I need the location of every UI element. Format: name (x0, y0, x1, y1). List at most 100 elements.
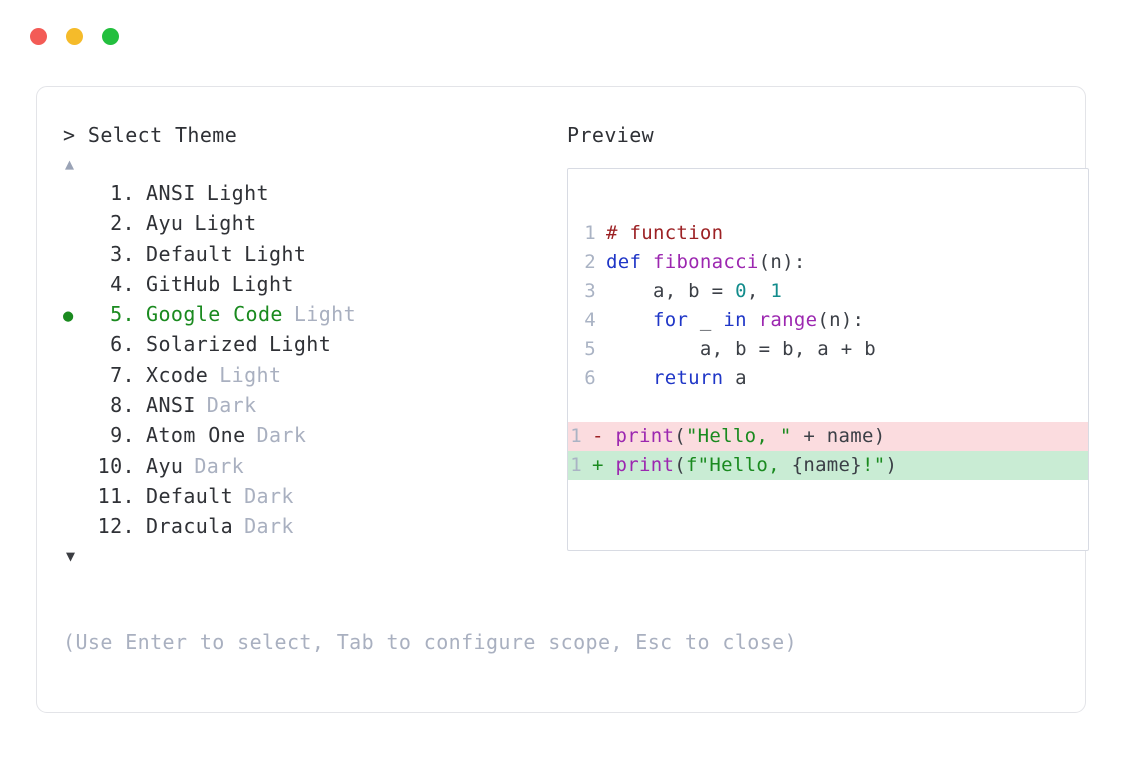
code-token: ( (674, 425, 686, 447)
selected-bullet-icon: ● (63, 423, 89, 451)
selected-bullet-icon: ● (63, 514, 89, 542)
line-number: 5 (584, 338, 596, 360)
selected-bullet-icon: ● (63, 181, 89, 209)
theme-item-name: ANSI (146, 181, 196, 205)
theme-item-variant: Light (231, 271, 294, 296)
code-token: , (746, 280, 771, 302)
code-token: (n): (758, 251, 806, 273)
diff-removed-line: 1- print("Hello, " + name) (568, 422, 1088, 451)
code-token: a (723, 367, 747, 389)
code-token: + name) (791, 425, 886, 447)
line-number: 3 (584, 280, 596, 302)
theme-list-item[interactable]: ● 11. Default Dark (63, 482, 543, 512)
theme-item-variant: Dark (194, 453, 245, 478)
selected-bullet-icon: ● (63, 306, 74, 327)
theme-item-name: Xcode (146, 362, 209, 387)
theme-item-index: 1. (97, 181, 135, 205)
selected-bullet-icon: ● (63, 484, 89, 512)
code-spacer (568, 393, 1088, 422)
diff-marker: - (592, 425, 616, 447)
window-controls (30, 28, 119, 45)
line-number: 6 (584, 367, 596, 389)
theme-item-variant: Dark (256, 423, 307, 448)
theme-item-index: 2. (97, 211, 135, 236)
selected-bullet-icon: ● (63, 393, 89, 421)
theme-item-name: Ayu (146, 211, 184, 236)
theme-item-index: 7. (97, 362, 135, 387)
line-number: 4 (584, 309, 596, 331)
theme-list-item[interactable]: ● 4. GitHub Light (63, 270, 543, 300)
theme-item-variant: Light (219, 362, 282, 387)
scroll-up-icon[interactable]: ▲ (65, 155, 75, 173)
code-token: print (615, 425, 675, 447)
code-token: f"Hello, (685, 454, 792, 476)
selected-bullet-icon: ● (63, 211, 89, 239)
theme-item-variant: Light (293, 302, 357, 327)
theme-item-name: Solarized (146, 332, 258, 357)
theme-list-item[interactable]: ● 7. Xcode Light (63, 361, 543, 391)
scroll-down-icon[interactable]: ▼ (66, 546, 76, 565)
theme-item-index: 11. (97, 483, 135, 508)
code-token: return (652, 367, 724, 389)
code-token (606, 309, 653, 331)
theme-item-variant: Light (244, 241, 307, 266)
code-token: 1 (770, 280, 783, 302)
close-window-icon[interactable] (30, 28, 47, 45)
minimize-window-icon[interactable] (66, 28, 83, 45)
theme-item-name: GitHub (146, 271, 221, 296)
code-token: {name} (791, 454, 863, 476)
preview-label: Preview (567, 123, 655, 147)
prompt-label: > Select Theme (63, 123, 238, 147)
code-token: ) (885, 454, 898, 476)
theme-item-name: Default (146, 483, 234, 508)
code-token: 0 (735, 280, 747, 302)
code-token: def (606, 251, 653, 273)
line-number: 2 (584, 251, 596, 273)
code-token: "Hello, " (685, 425, 792, 447)
theme-list-item[interactable]: ● 2. Ayu Light (63, 209, 543, 239)
code-token: a, b = b, a + b (606, 338, 876, 360)
theme-item-index: 9. (97, 423, 135, 448)
theme-item-variant: Dark (244, 514, 294, 539)
theme-item-name: Default (146, 241, 234, 266)
code-token: print (615, 454, 675, 476)
line-number: 1 (570, 425, 582, 447)
code-line: 1# function (582, 219, 1088, 248)
diff-preview: 1- print("Hello, " + name)1+ print(f"Hel… (568, 422, 1088, 480)
code-token (606, 367, 653, 389)
code-token: in (723, 309, 747, 331)
line-number: 1 (570, 454, 582, 476)
code-token: (n): (817, 309, 865, 331)
theme-item-index: 4. (97, 271, 135, 296)
theme-item-name: Google Code (146, 302, 283, 327)
theme-item-variant: Dark (244, 483, 294, 508)
theme-item-index: 3. (97, 241, 135, 266)
selected-bullet-icon: ● (63, 332, 89, 360)
diff-marker: + (592, 454, 616, 476)
theme-item-index: 12. (97, 514, 135, 539)
maximize-window-icon[interactable] (102, 28, 119, 45)
selected-bullet-icon: ● (63, 363, 89, 391)
theme-item-variant: Light (194, 211, 257, 236)
code-token: range (758, 309, 818, 331)
code-token (747, 309, 759, 331)
selected-bullet-icon: ● (63, 272, 89, 300)
theme-item-variant: Dark (206, 393, 257, 418)
theme-item-index: 8. (97, 393, 135, 418)
theme-item-name: Ayu (146, 453, 184, 478)
